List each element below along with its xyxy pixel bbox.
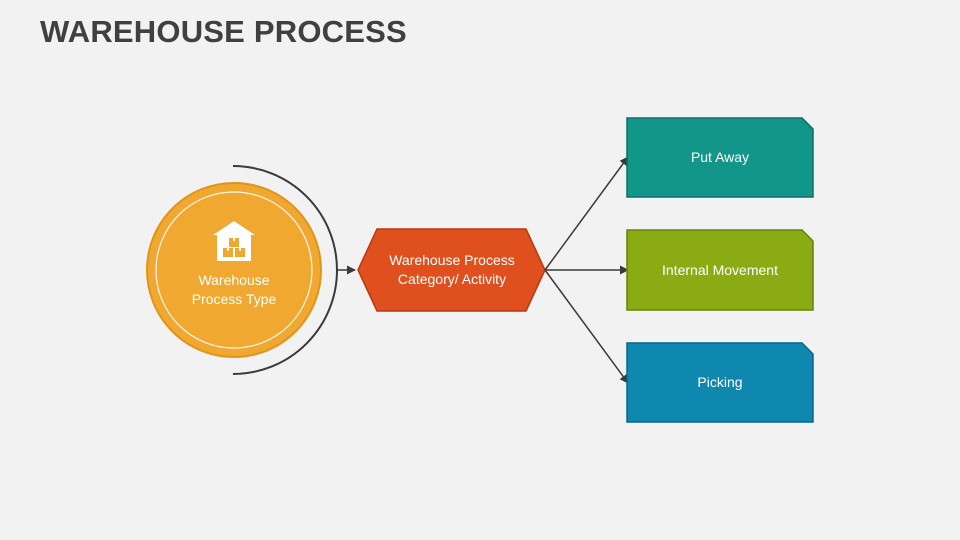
put-away-label: Put Away xyxy=(690,149,750,165)
warehouse-boxes-icon xyxy=(213,221,255,261)
connector-to-picking xyxy=(544,269,629,384)
process-type-inner-ring xyxy=(155,191,313,349)
bracket-arc xyxy=(232,165,338,375)
category-activity-hexagon xyxy=(357,228,546,312)
internal-movement-label: Internal Movement xyxy=(662,261,778,278)
category-line1: Warehouse Process xyxy=(389,252,515,268)
picking-box xyxy=(626,342,814,423)
category-activity-label: Warehouse Process Category/ Activity xyxy=(362,242,542,298)
connector-to-put-away xyxy=(544,156,629,271)
process-type-circle xyxy=(146,182,322,358)
put-away-box xyxy=(626,117,814,198)
page-title: WAREHOUSE PROCESS xyxy=(40,14,407,49)
category-line2: Category/ Activity xyxy=(397,271,507,287)
process-type-label: Warehouse Process Type xyxy=(164,262,304,318)
picking-label: Picking xyxy=(697,374,743,390)
process-type-line2: Process Type xyxy=(191,291,277,307)
internal-movement-box xyxy=(626,229,814,311)
process-type-line1: Warehouse xyxy=(198,272,270,288)
